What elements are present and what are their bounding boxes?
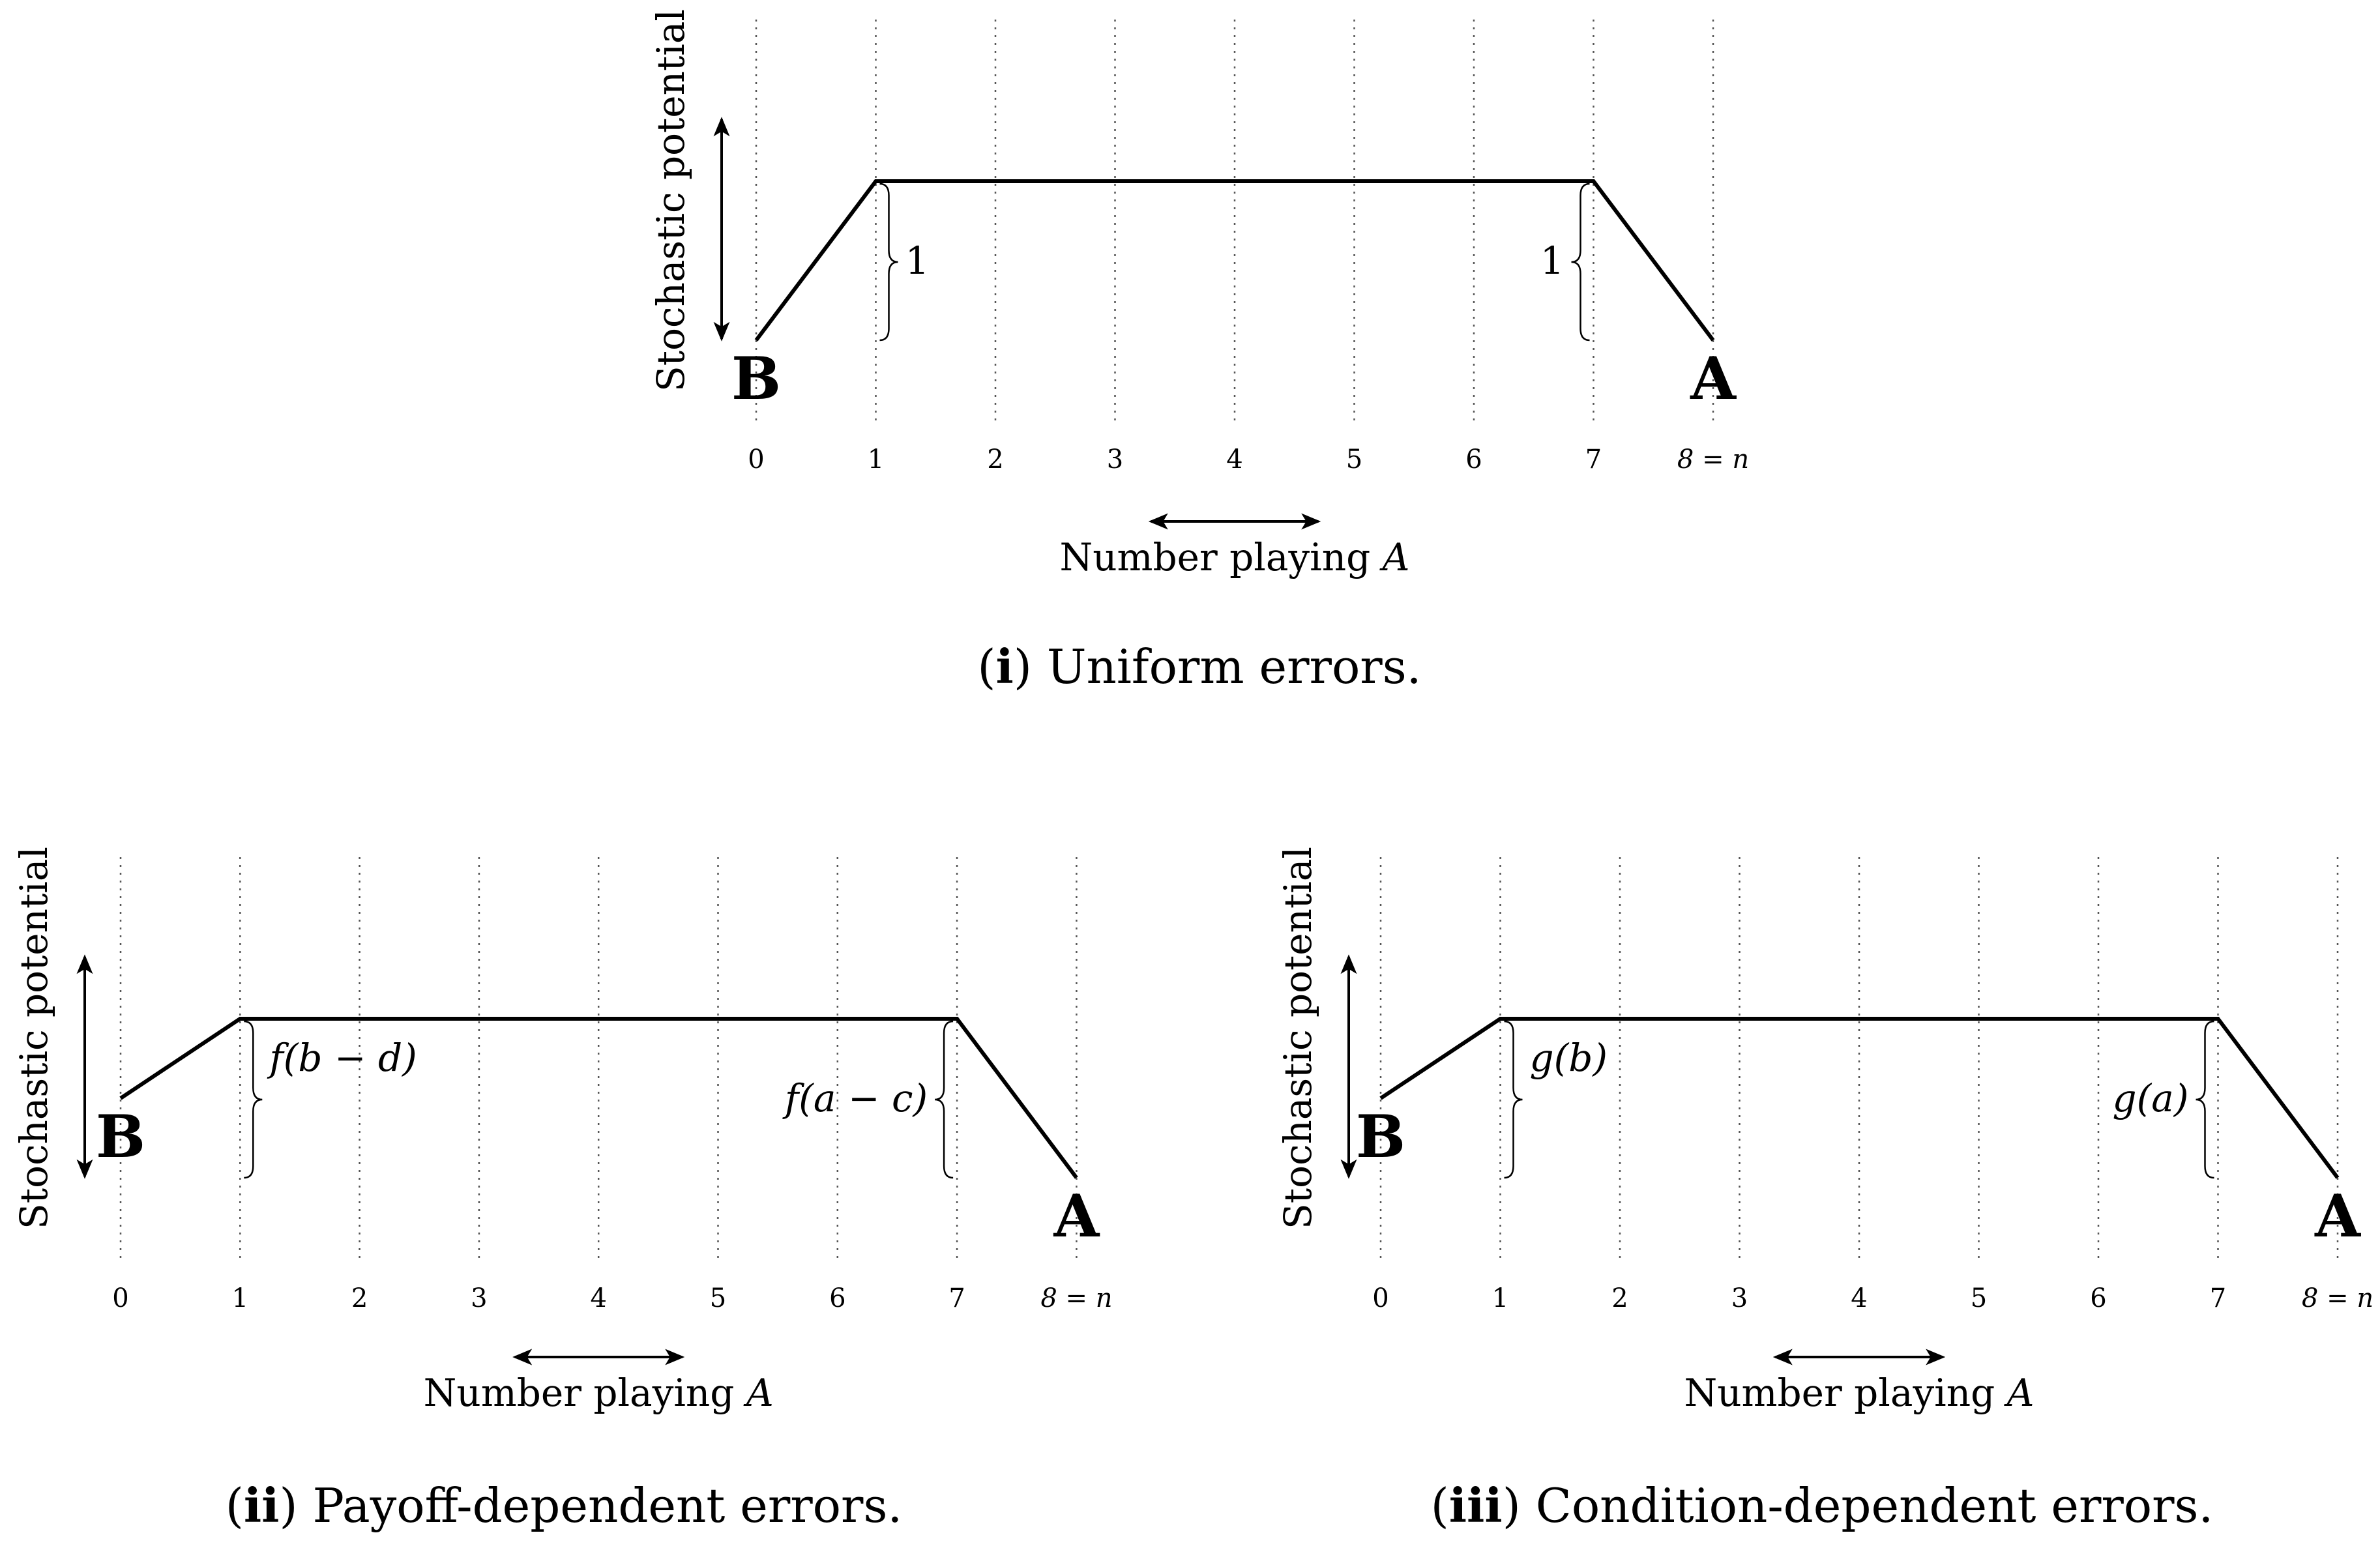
y-axis-label: Stochastic potential xyxy=(12,847,56,1229)
tick-label-0: 0 xyxy=(1372,1283,1388,1313)
potential-curve xyxy=(1379,1017,2340,1179)
right-drop-brace xyxy=(2196,1020,2214,1179)
tick-label-5: 5 xyxy=(710,1283,726,1313)
right-drop-brace xyxy=(935,1020,954,1179)
endpoint-b-label: B xyxy=(96,1102,145,1171)
left-rise-brace xyxy=(244,1020,263,1179)
tick-label-1: 1 xyxy=(1492,1283,1508,1313)
potential-curve xyxy=(754,179,1715,342)
endpoint-a-label: A xyxy=(1690,344,1737,413)
tick-label-2: 2 xyxy=(987,445,1003,475)
tick-label-0: 0 xyxy=(748,445,764,475)
y-axis-label: Stochastic potential xyxy=(1276,847,1320,1229)
panel-iii: g(b) g(a) B A 0 1 2 3 4 5 6 7 8 = n Stochastic potent… xyxy=(1276,847,2373,1533)
tick-label-6: 6 xyxy=(1465,445,1482,475)
tick-label-7: 7 xyxy=(948,1283,965,1313)
left-rise-label: f(b − d) xyxy=(267,1036,417,1080)
tick-label-2: 2 xyxy=(351,1283,368,1313)
tick-label-7: 7 xyxy=(2210,1283,2226,1313)
x-axis-label: Number playing A xyxy=(1059,535,1409,579)
x-axis-label: Number playing A xyxy=(1684,1371,2034,1415)
tick-label-4: 4 xyxy=(1851,1283,1867,1313)
left-rise-brace xyxy=(879,183,898,342)
y-axis-label: Stochastic potential xyxy=(649,9,693,392)
right-drop-brace xyxy=(1571,183,1590,342)
tick-label-5: 5 xyxy=(1971,1283,1987,1313)
panel-caption: (i) Uniform errors. xyxy=(977,639,1421,694)
tick-label-3: 3 xyxy=(471,1283,487,1313)
tick-label-5: 5 xyxy=(1346,445,1362,475)
right-drop-label: g(a) xyxy=(2113,1076,2189,1120)
tick-label-6: 6 xyxy=(829,1283,845,1313)
panel-caption: (iii) Condition-dependent errors. xyxy=(1431,1478,2214,1533)
tick-label-4: 4 xyxy=(1226,445,1242,475)
tick-label-6: 6 xyxy=(2090,1283,2106,1313)
tick-label-2: 2 xyxy=(1611,1283,1628,1313)
tick-label-1: 1 xyxy=(232,1283,248,1313)
tick-label-4: 4 xyxy=(590,1283,606,1313)
potential-curve xyxy=(119,1017,1078,1179)
tick-label-1: 1 xyxy=(868,445,884,475)
endpoint-b-label: B xyxy=(1356,1102,1405,1171)
tick-label-0: 0 xyxy=(112,1283,128,1313)
left-rise-label: g(b) xyxy=(1530,1036,1608,1080)
endpoint-b-label: B xyxy=(731,344,781,413)
tick-label-7: 7 xyxy=(1585,445,1602,475)
left-rise-label: 1 xyxy=(905,239,930,283)
tick-label-8: 8 = n xyxy=(1040,1283,1112,1313)
endpoint-a-label: A xyxy=(2314,1182,2361,1251)
tick-label-3: 3 xyxy=(1107,445,1123,475)
left-rise-brace xyxy=(1504,1020,1523,1179)
endpoint-a-label: A xyxy=(1053,1182,1100,1251)
tick-label-8: 8 = n xyxy=(2302,1283,2373,1313)
panel-caption: (ii) Payoff-dependent errors. xyxy=(226,1478,903,1533)
right-drop-label: 1 xyxy=(1540,239,1565,283)
panel-ii: f(b − d) f(a − c) B A 0 1 2 3 4 5 6 7 8 = n Stochasti… xyxy=(12,847,1112,1533)
tick-label-3: 3 xyxy=(1731,1283,1748,1313)
x-axis-label: Number playing A xyxy=(424,1371,774,1415)
right-drop-label: f(a − c) xyxy=(782,1076,928,1120)
tick-label-8: 8 = n xyxy=(1677,445,1749,475)
